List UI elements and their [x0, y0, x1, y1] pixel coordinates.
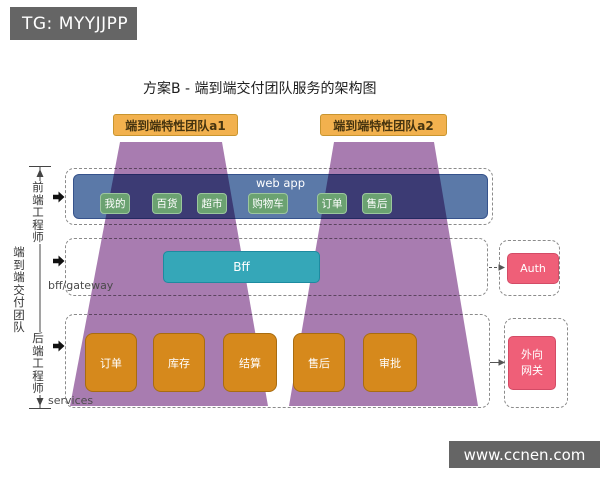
- down-arrow-icon: [36, 398, 44, 406]
- webapp-module-4: 订单: [317, 193, 347, 214]
- bff-gateway-section-frame: [65, 238, 488, 296]
- outbound-gateway-box: 外向网关: [508, 336, 556, 390]
- up-arrow-icon: [36, 169, 44, 177]
- frontend-engineer-label: 前端工程师: [31, 180, 45, 244]
- watermark-bottom: www.ccnen.com: [449, 441, 600, 468]
- frontend-section-frame: [65, 168, 493, 225]
- delivery-team-label: 端到端交付团队: [12, 245, 26, 334]
- backend-engineer-label: 后端工程师: [31, 331, 45, 395]
- service-box-0: 订单: [85, 333, 137, 392]
- services-section-frame: [65, 314, 490, 408]
- service-box-1: 库存: [153, 333, 205, 392]
- bff-box: Bff: [163, 251, 320, 283]
- team-a2-label: 端到端特性团队a2: [320, 114, 447, 136]
- watermark-top: TG: MYYJJPP: [10, 7, 137, 40]
- webapp-module-3: 购物车: [248, 193, 288, 214]
- outbound-gateway-label: 外向网关: [521, 347, 543, 378]
- webapp-module-5: 售后: [362, 193, 392, 214]
- webapp-module-2: 超市: [197, 193, 227, 214]
- bff-gateway-layer-label: bff/gateway: [48, 279, 114, 292]
- service-box-4: 审批: [363, 333, 417, 392]
- service-box-2: 结算: [223, 333, 277, 392]
- diagram-title: 方案B - 端到端交付团队服务的架构图: [143, 81, 377, 97]
- services-section-arrow-icon: [53, 340, 65, 352]
- service-box-3: 售后: [293, 333, 345, 392]
- auth-box: Auth: [507, 253, 559, 284]
- team-a1-label: 端到端特性团队a1: [113, 114, 238, 136]
- webapp-label: web app: [255, 176, 306, 190]
- frontend-section-arrow-icon: [53, 191, 65, 203]
- webapp-module-1: 百货: [152, 193, 182, 214]
- services-layer-label: services: [48, 394, 94, 407]
- webapp-module-0: 我的: [100, 193, 130, 214]
- bff-section-arrow-icon: [53, 255, 65, 267]
- services-to-gateway-connector: [490, 359, 505, 366]
